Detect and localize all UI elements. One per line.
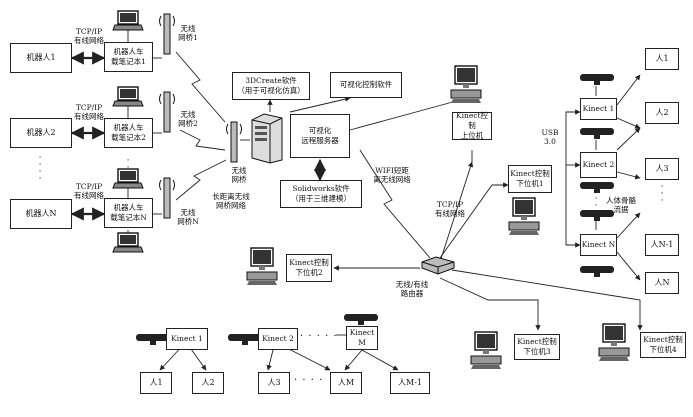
kinect-sensor-icon [578,264,616,278]
lower-pc-box-3: Kinect控制 下位机3 [514,334,560,360]
kinect-box-1: Kinect 1 [580,98,617,120]
laptop-box-n: 机器人车 载笔记本N [104,198,153,228]
person-box-bottom-3: 人3 [258,372,290,394]
tcp-label-1: TCP/IP 有线网络 [72,27,106,45]
kinect-bottom-box-2: Kinect 2 [258,328,298,350]
desktop-pc-icon [508,196,540,236]
robot-box-1: 机器人1 [10,43,72,73]
laptop-box-2: 机器人车 载笔记本2 [104,118,153,148]
antenna-icon [158,88,176,134]
laptop-icon [112,86,144,108]
person-box-right-1: 人1 [645,48,679,70]
software-solidworks: Solidworks软件 （用于三维建模） [280,180,362,208]
upper-pc-box: Kinect控制 上位机 [452,112,492,140]
lower-pc-box-1: Kinect控制 下位机1 [508,165,552,193]
wireless-link-2 [180,130,225,150]
robot-box-2: 机器人2 [10,118,72,148]
lower-pc-box-4: Kinect控制 下位机4 [640,332,686,358]
kinect-sensor-icon [578,180,616,194]
robot-box-n: 机器人N [10,199,72,229]
remote-server-box: 可视化 远程服务器 [290,114,350,158]
usb-label: USB 3.0 [540,128,560,146]
kinect-bottom-ellipsis: · · · · · [300,331,338,342]
person-bottom-ellipsis: · · · · [294,375,323,386]
server-icon [250,112,284,164]
kinect-sensor-icon [578,126,616,140]
bridge-label-n: 无线 网桥N [176,208,200,226]
tcp-label-n: TCP/IP 有线网络 [72,182,106,200]
kinect-bottom-box-1: Kinect 1 [166,328,208,350]
desktop-pc-icon [470,330,502,370]
kinect-box-2: Kinect 2 [580,152,617,178]
software-3dcreate: 3DCreate软件 （用于可视化仿真） [232,72,310,100]
tcp-label-router: TCP/IP 有线网络 [430,200,470,218]
person-box-right-n-1: 人N-1 [645,234,679,256]
router-icon [418,254,456,276]
kinect-sensor-icon [578,72,616,86]
person-right-ellipsis: · · · [660,184,664,205]
kinect-bottom-box-m: Kinect M [346,326,378,350]
laptop-box-1: 机器人车 载笔记本1 [104,42,153,72]
lower-pc-box-2: Kinect控制 下位机2 [286,254,332,282]
bridge-label-1: 无线 网桥1 [176,24,200,42]
antenna-icon [158,10,176,56]
bridge-label-2: 无线 网桥2 [176,110,200,128]
laptop-icon [112,232,144,254]
person-box-bottom-m: 人M [330,372,362,394]
skeleton-label: 人体骨骼 流据 [604,196,638,214]
person-box-bottom-m-1: 人M-1 [390,372,430,394]
long-range-label: 长距离无线 网桥网络 [203,192,259,210]
kinect-box-n: Kinect N [580,234,617,256]
desktop-pc-icon [450,64,482,104]
desktop-pc-icon [246,246,278,286]
person-box-bottom-1: 人1 [140,372,172,394]
central-bridge-label: 无线 网桥 [226,166,252,184]
person-box-right-n: 人N [645,272,679,294]
person-box-bottom-2: 人2 [192,372,224,394]
software-visualization: 可视化控制软件 [330,72,402,98]
router-label: 无线/有线 路由器 [392,280,432,298]
wifi-label: WIFI短距 离无线网络 [368,166,416,184]
person-box-right-2: 人2 [645,102,679,124]
laptop-icon [112,168,144,190]
robot-ellipsis: · · · · [38,155,42,183]
kinect-sensor-icon [342,312,380,326]
person-box-right-3: 人3 [645,158,679,180]
tcp-label-2: TCP/IP 有线网络 [72,103,106,121]
central-antenna-icon [225,118,243,164]
antenna-icon [158,174,176,220]
desktop-pc-icon [598,322,630,362]
laptop-icon [112,10,144,32]
